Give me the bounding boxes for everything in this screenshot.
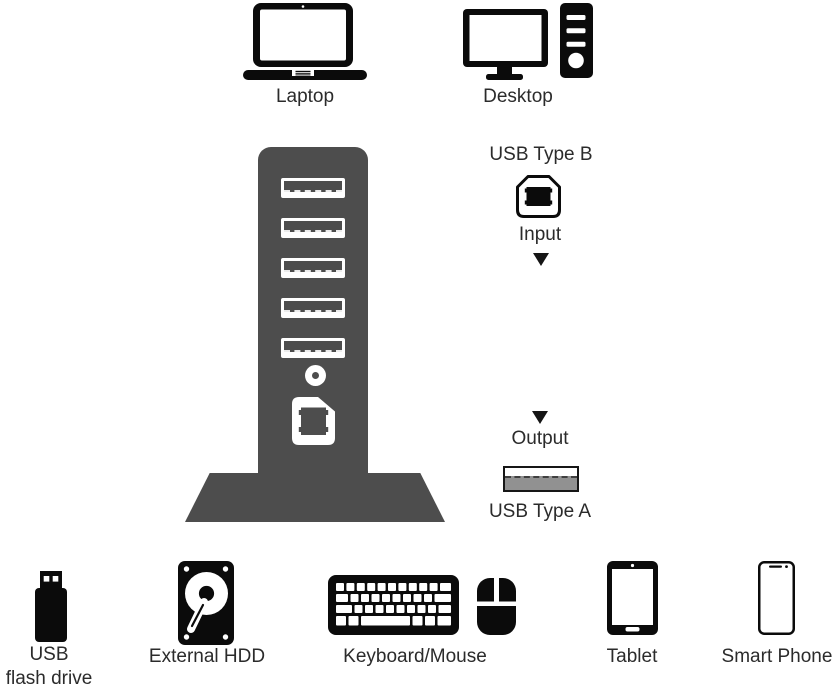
usb-flash-drive-label: USB flash drive [5, 644, 93, 689]
usb-type-a-connector-icon [503, 466, 579, 492]
input-label: Input [518, 224, 562, 245]
usb-a-port-3 [281, 258, 345, 278]
usb-hub-base [185, 473, 445, 522]
smart-phone-icon [758, 561, 795, 635]
desktop-label: Desktop [483, 86, 553, 107]
keyboard-mouse-label: Keyboard/Mouse [343, 646, 487, 667]
led-indicator-icon [305, 365, 326, 386]
arrow-down-icon [533, 253, 549, 266]
usb-hub-tower [258, 147, 368, 522]
mouse-icon [477, 578, 516, 635]
usb-a-port-2 [281, 218, 345, 238]
usb-a-port-1 [281, 178, 345, 198]
laptop-label: Laptop [275, 86, 335, 107]
smart-phone-label: Smart Phone [721, 646, 833, 667]
usb-flash-drive-icon [35, 571, 67, 642]
usb-type-b-connector-icon [516, 175, 561, 218]
desktop-icon [463, 1, 593, 80]
usb-type-b-label: USB Type B [489, 144, 593, 165]
arrow-down-icon [532, 411, 548, 424]
usb-a-port-5 [281, 338, 345, 358]
keyboard-icon [328, 575, 459, 635]
usb-a-port-4 [281, 298, 345, 318]
tablet-label: Tablet [606, 646, 658, 667]
tablet-icon [607, 561, 658, 635]
laptop-icon [243, 2, 367, 81]
external-hdd-icon [178, 561, 234, 645]
usb-type-b-port-icon [292, 397, 335, 445]
external-hdd-label: External HDD [148, 646, 266, 667]
output-label: Output [511, 428, 569, 449]
usb-type-a-label: USB Type A [488, 501, 592, 522]
